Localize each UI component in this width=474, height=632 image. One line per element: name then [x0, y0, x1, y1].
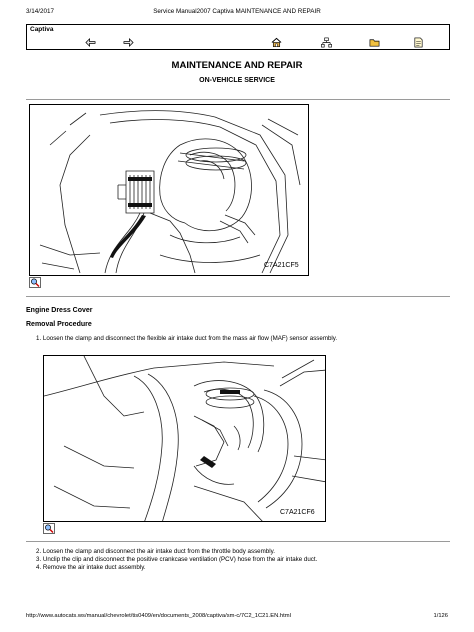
sitemap-icon[interactable]	[321, 37, 332, 48]
step-3: 3. Unclip the clip and disconnect the po…	[36, 556, 318, 563]
model-label: Captiva	[30, 26, 54, 33]
figure-label: C7A21CF5	[264, 262, 299, 269]
footer-url: http://www.autocats.ws/manual/chevrolet/…	[26, 613, 291, 619]
divider	[26, 296, 450, 297]
section-heading: Engine Dress Cover	[26, 307, 93, 314]
note-icon[interactable]	[413, 37, 424, 48]
page-title: MAINTENANCE AND REPAIR	[171, 60, 303, 71]
zoom-icon[interactable]	[43, 523, 55, 534]
folder-icon[interactable]	[369, 37, 380, 48]
divider	[26, 541, 450, 542]
print-title: Service Manual2007 Captiva MAINTENANCE A…	[153, 8, 321, 15]
forward-arrow-icon[interactable]	[123, 37, 134, 48]
air-intake-duct-illustration	[44, 356, 325, 521]
zoom-icon[interactable]	[29, 277, 41, 288]
back-arrow-icon[interactable]	[85, 37, 96, 48]
figure-air-intake-duct: C7A21CF6	[43, 355, 326, 522]
nav-bar: Captiva	[26, 24, 450, 50]
maf-sensor-illustration	[39, 110, 301, 274]
print-date: 3/14/2017	[26, 8, 55, 15]
step-1: 1. Loosen the clamp and disconnect the f…	[36, 335, 338, 342]
footer-page-number: 1/126	[433, 613, 448, 619]
divider	[26, 99, 450, 100]
figure-label: C7A21CF6	[280, 509, 315, 516]
step-4: 4. Remove the air intake duct assembly.	[36, 564, 146, 571]
procedure-heading: Removal Procedure	[26, 321, 92, 328]
home-icon[interactable]	[271, 37, 282, 48]
figure-maf-sensor: C7A21CF5	[29, 104, 309, 276]
step-2: 2. Loosen the clamp and disconnect the a…	[36, 548, 275, 555]
page-subtitle: ON-VEHICLE SERVICE	[199, 77, 275, 84]
